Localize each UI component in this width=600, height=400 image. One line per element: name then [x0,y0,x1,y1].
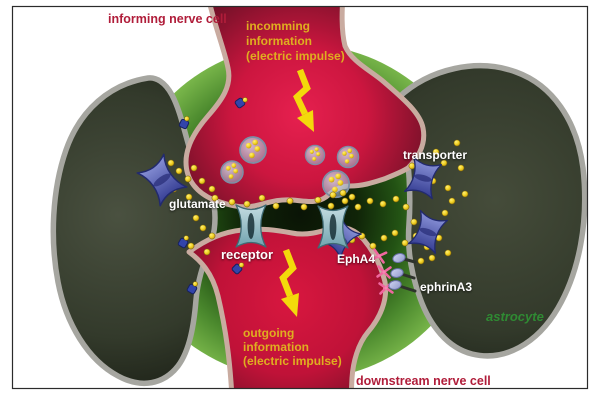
impulse-arrow-outgoing [279,248,299,317]
synaptic-vesicle [220,160,244,184]
glutamate-molecule [208,185,216,193]
label-astrocyte: astrocyte [486,309,544,324]
glutamate-molecule [199,224,207,232]
glutamate-molecule [461,190,469,198]
glutamate-molecule [366,197,374,205]
label-outgoing-line3: (electric impulse) [243,354,342,368]
glutamate-molecule [448,197,456,205]
label-informing-nerve-cell: informing nerve cell [108,12,227,26]
glutamate-molecule [391,229,399,237]
glutamate-molecule [410,218,418,226]
glutamate-molecule [339,189,347,197]
label-receptor: receptor [221,247,273,262]
label-outgoing-line2: information [243,340,309,354]
label-incoming-line3: (electric impulse) [246,49,345,63]
label-downstream-nerve-cell: downstream nerve cell [356,374,491,388]
glutamate-molecule [192,214,200,222]
glutamate-molecule [190,164,198,172]
glutamate-molecule [408,162,416,170]
glutamate-molecule [187,242,195,250]
glutamate-molecule [198,177,206,185]
label-incoming-line1: incomming [246,19,310,33]
glutamate-molecule [428,254,436,262]
glutamate-molecule [228,198,236,206]
glutamate-molecule [369,242,377,250]
glutamate-molecule [203,248,211,256]
label-ephrina3: ephrinA3 [420,280,472,294]
glutamate-molecule [258,194,266,202]
glutamate-molecule [167,159,175,167]
glutamate-molecule [380,234,388,242]
diagram-frame [11,5,589,390]
glutamate-molecule [457,164,465,172]
glutamate-molecule [348,193,356,201]
synaptic-vesicle [336,145,360,169]
glutamate-molecule [286,197,294,205]
glutamate-molecule [327,202,335,210]
glutamate-molecule [300,203,308,211]
glutamate-molecule [329,191,337,199]
glutamate-molecule [184,175,192,183]
label-outgoing-line1: outgoing [243,326,294,340]
glutamate-molecule [208,232,216,240]
glutamate-molecule [441,209,449,217]
glutamate-molecule [354,203,362,211]
glutamate-molecule [402,203,410,211]
label-transporter: transporter [403,148,467,162]
glutamate-molecule [314,196,322,204]
label-glutamate: glutamate [169,197,226,211]
glutamate-molecule [379,200,387,208]
glutamate-molecule [453,139,461,147]
label-epha4: EphA4 [337,252,375,266]
label-incoming-line2: information [246,34,312,48]
glutamate-molecule [341,197,349,205]
glutamate-molecule [272,202,280,210]
synaptic-vesicle [304,144,326,166]
glutamate-molecule [243,200,251,208]
impulse-arrow-incoming [293,68,314,132]
synaptic-vesicle [239,136,267,164]
glutamate-molecule [444,184,452,192]
glutamate-molecule [175,167,183,175]
glutamate-molecule [444,249,452,257]
glutamate-molecule [417,257,425,265]
glutamate-molecule [401,239,409,247]
glutamate-molecule [392,195,400,203]
